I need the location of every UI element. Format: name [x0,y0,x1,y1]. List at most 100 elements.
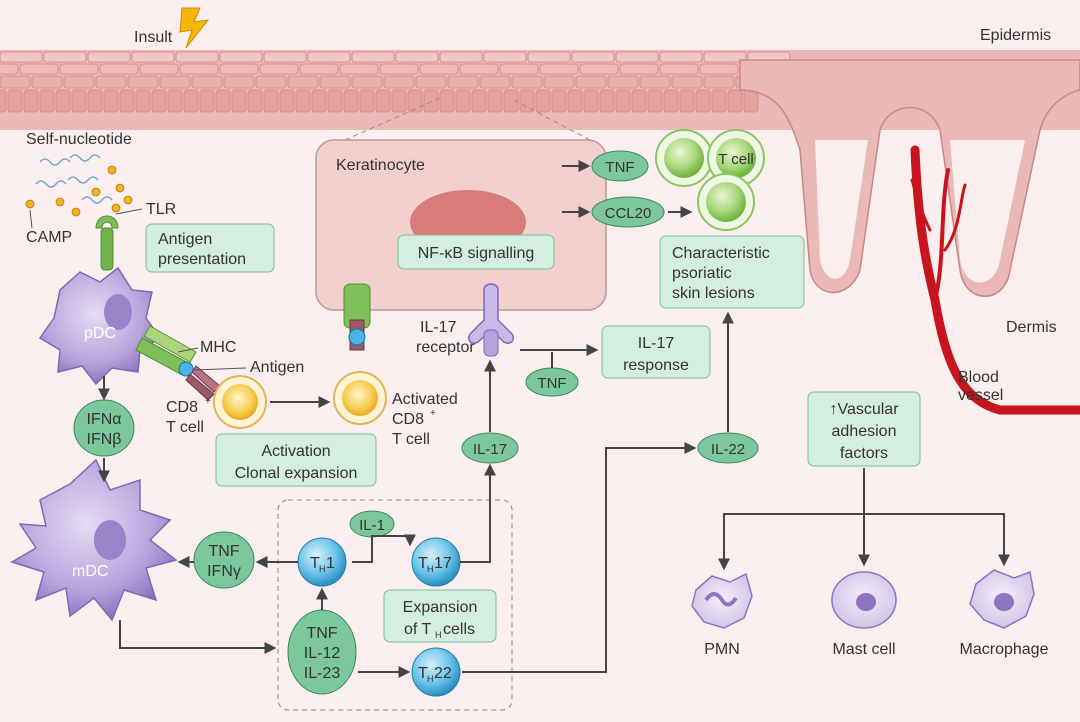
svg-text:+: + [205,396,211,407]
activation-line2: Clonal expansion [235,465,358,482]
keratinocyte-cell [711,89,727,113]
keratinocyte-cell [255,75,287,89]
keratinocyte-cell [31,75,63,89]
keratinocyte-cell [307,51,351,63]
expansion-tail: cells [443,621,475,638]
macrophage-cell [969,569,1035,629]
keratinocyte-cell [455,89,471,113]
keratinocyte-cell [647,89,663,113]
keratinocyte-cell [183,89,199,113]
mdc-cell [10,458,178,622]
th17-h: H [427,564,434,574]
keratinocyte-cell [351,75,383,89]
dna-strands [35,154,113,204]
keratinocyte-cell [703,75,735,89]
tnf-ifng-line1: TNF [208,543,239,560]
th1-num: 1 [326,555,335,572]
keratinocyte-cell [299,63,339,75]
activated-line1: Activated [392,391,458,408]
keratinocyte-cell [511,75,543,89]
th1-cell [297,537,347,587]
keratinocyte-cell [95,75,127,89]
keratinocyte-cell [19,63,59,75]
mast-cell-label: Mast cell [832,641,895,658]
keratinocyte-cell [287,75,319,89]
keratinocyte-cell [439,89,455,113]
keratinocyte-cell [407,89,423,113]
antigen-presentation-line2: presentation [158,251,246,268]
il17-response-line2: response [623,357,689,374]
activation-line1: Activation [261,443,330,460]
cytokines-line3: IL-23 [304,665,341,682]
keratinocyte-cell [571,51,615,63]
pdc-label: pDC [84,325,116,342]
keratinocyte-cell [583,89,599,113]
keratinocyte-cell [119,89,135,113]
mhc-complex [135,325,221,401]
il17-receptor-line1: IL-17 [420,319,457,336]
keratinocyte-cell [483,51,527,63]
lesions-line2: psoriatic [672,265,732,282]
keratinocyte-cell [327,89,343,113]
keratinocyte-cell [135,89,151,113]
cd8-label: CD8 [166,399,198,416]
keratinocyte-cell [0,75,31,89]
keratinocyte-cell [43,51,87,63]
tnf-ifng-ellipse [193,531,255,589]
ccl20-label: CCL20 [605,205,652,222]
activated-line2: CD8 [392,411,424,428]
cd8-tcell-label: T cell [166,419,204,436]
epidermis-label: Epidermis [980,27,1051,44]
keratinocyte-cell [0,63,19,75]
keratinocyte-cell [223,75,255,89]
arrows [98,160,1010,678]
expansion-line2: of T [404,621,432,638]
keratinocyte-cell [127,75,159,89]
keratinocyte-cell [263,89,279,113]
keratinocyte-cell [659,63,699,75]
keratinocyte-cell [0,51,43,63]
keratinocyte-cell [55,89,71,113]
keratinocyte-cell [459,63,499,75]
ifn-alpha-label: IFNα [86,411,121,428]
keratinocyte-cell [527,51,571,63]
il17-receptor-line2: receptor [416,339,475,356]
keratinocyte-cell [479,75,511,89]
lightning-bolt-icon [179,7,210,49]
il17-receptor [467,283,515,357]
activated-line3: T cell [392,431,430,448]
self-nucleotide-label: Self-nucleotide [26,131,132,148]
keratinocyte-cell [159,75,191,89]
rete-ridges [739,59,1080,297]
keratinocyte-cell [263,51,307,63]
il17-ellipse [461,432,519,464]
keratinocyte-cell [395,51,439,63]
keratinocyte-cell [419,63,459,75]
th22-num: 22 [434,665,452,682]
keratinocyte-cell [219,51,263,63]
antigen-label: Antigen [250,359,304,376]
keratinocyte-cell [59,63,99,75]
keratinocyte-cell [319,75,351,89]
mhc-label: MHC [200,339,236,356]
vascular-line1: ↑Vascular [829,401,899,418]
camp-dots [25,165,133,217]
keratinocyte-cell [447,75,479,89]
th-expansion-region [277,499,513,711]
keratinocyte-cell [359,89,375,113]
keratinocyte-cell [615,89,631,113]
activated-tcell [333,283,387,425]
macrophage-label: Macrophage [960,641,1049,658]
keratinocyte-cell [671,75,703,89]
il1-label: IL-1 [359,517,385,534]
keratinocyte-cell [259,63,299,75]
il22-ellipse [697,432,759,464]
keratinocyte-cell [247,89,263,113]
ccl20-ellipse [591,196,665,228]
cytokines-line1: TNF [306,625,337,642]
th1-h: H [319,564,326,574]
pmn-cell [691,572,753,629]
keratinocyte-cell [23,89,39,113]
th22-cell [411,647,461,697]
keratinocyte-cell [503,89,519,113]
